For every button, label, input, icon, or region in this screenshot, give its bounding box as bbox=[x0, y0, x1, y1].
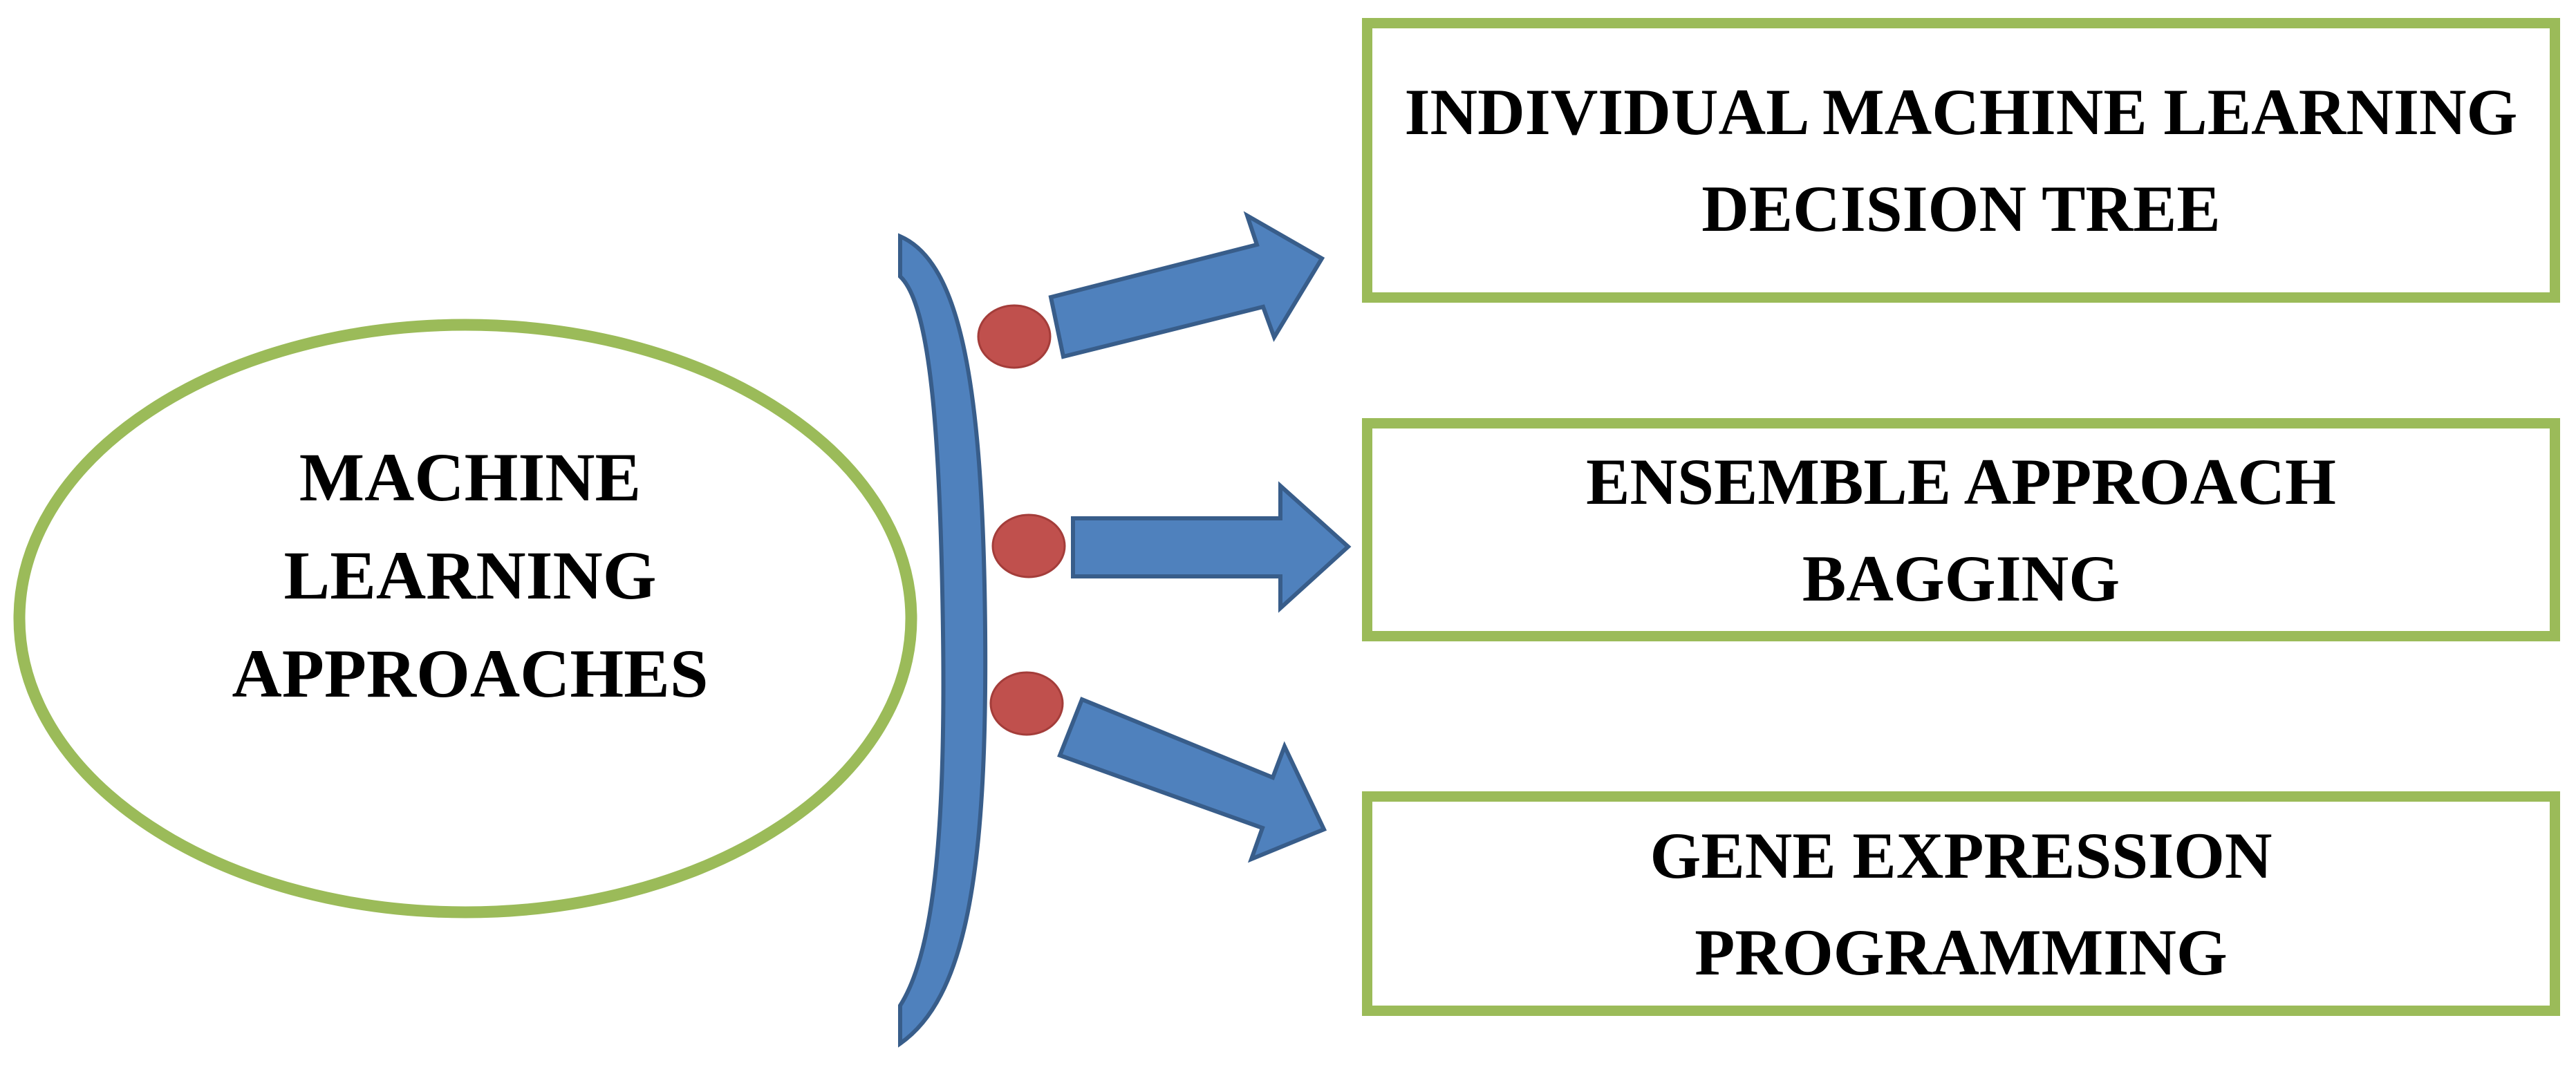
bracket-shape bbox=[898, 233, 988, 1048]
arrow-to-box-3 bbox=[1057, 697, 1327, 863]
box-2-line-1: ENSEMBLE APPROACH bbox=[1586, 444, 2336, 518]
box-2-line-2: BAGGING bbox=[1802, 541, 2120, 615]
center-label-line-1: MACHINE bbox=[299, 439, 642, 516]
box-gene-expression-programming: GENE EXPRESSION PROGRAMMING bbox=[1362, 791, 2560, 1016]
box-1-line-2: DECISION TREE bbox=[1701, 172, 2221, 245]
connector-dot-2 bbox=[991, 513, 1066, 578]
arrow-to-box-2 bbox=[1071, 481, 1352, 613]
center-label-line-3: APPROACHES bbox=[232, 635, 709, 712]
connector-dot-3 bbox=[989, 671, 1064, 736]
box-ensemble-bagging: ENSEMBLE APPROACH BAGGING bbox=[1362, 418, 2560, 641]
center-label-line-2: LEARNING bbox=[283, 537, 657, 614]
arrow-to-box-1 bbox=[1048, 211, 1325, 359]
box-1-line-1: INDIVIDUAL MACHINE LEARNING bbox=[1404, 75, 2518, 149]
center-oval bbox=[13, 319, 917, 918]
box-3-line-1: GENE EXPRESSION bbox=[1650, 818, 2272, 892]
box-individual-decision-tree: INDIVIDUAL MACHINE LEARNING DECISION TRE… bbox=[1362, 18, 2560, 303]
connector-dot-1 bbox=[977, 304, 1052, 369]
center-oval-label: MACHINE LEARNING APPROACHES bbox=[55, 428, 885, 723]
box-3-line-2: PROGRAMMING bbox=[1695, 915, 2228, 989]
